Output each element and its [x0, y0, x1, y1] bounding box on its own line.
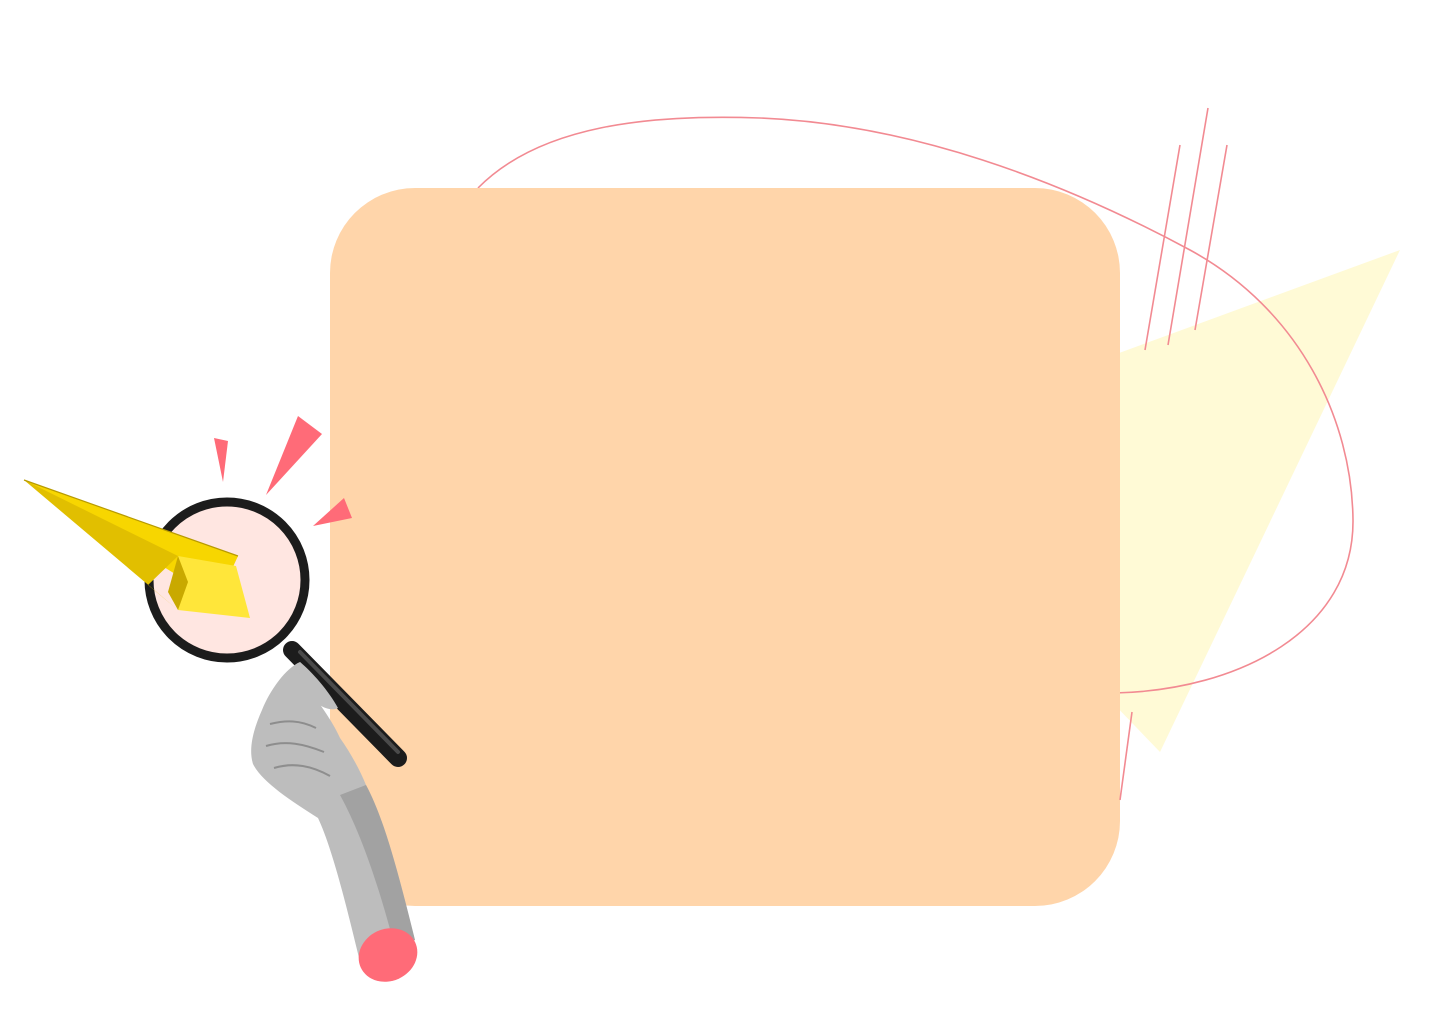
spark-right-icon [313, 498, 352, 526]
plane-wing-lower [24, 480, 178, 610]
content-card [330, 188, 1120, 906]
paper-plane-icon [23, 479, 250, 618]
magnifier-handle [283, 641, 407, 767]
yellow-triangle-shape [1100, 250, 1400, 752]
hand-arm-shape [251, 662, 415, 962]
wrist-cuff-shape [358, 928, 418, 982]
hand-shading-shape [340, 785, 415, 948]
accent-lines [1144, 107, 1228, 351]
accent-line-3 [1194, 144, 1228, 331]
spark-accents [214, 416, 352, 526]
plane-crease [23, 479, 239, 557]
magnifier-handle-highlight [298, 650, 400, 754]
magnifying-glass-hand-icon [144, 497, 418, 982]
plane-tail [178, 556, 250, 618]
spark-middle-icon [266, 416, 322, 495]
finger-lines [265, 720, 331, 777]
accent-line-1 [1144, 144, 1181, 351]
plane-fold [168, 556, 188, 610]
ellipse-outline-shape [477, 116, 1354, 694]
accent-line-4 [1119, 711, 1133, 801]
plane-body [24, 480, 238, 582]
accent-line-2 [1167, 107, 1209, 346]
hand-thumb-shape [298, 662, 338, 710]
spark-left-icon [214, 438, 228, 482]
